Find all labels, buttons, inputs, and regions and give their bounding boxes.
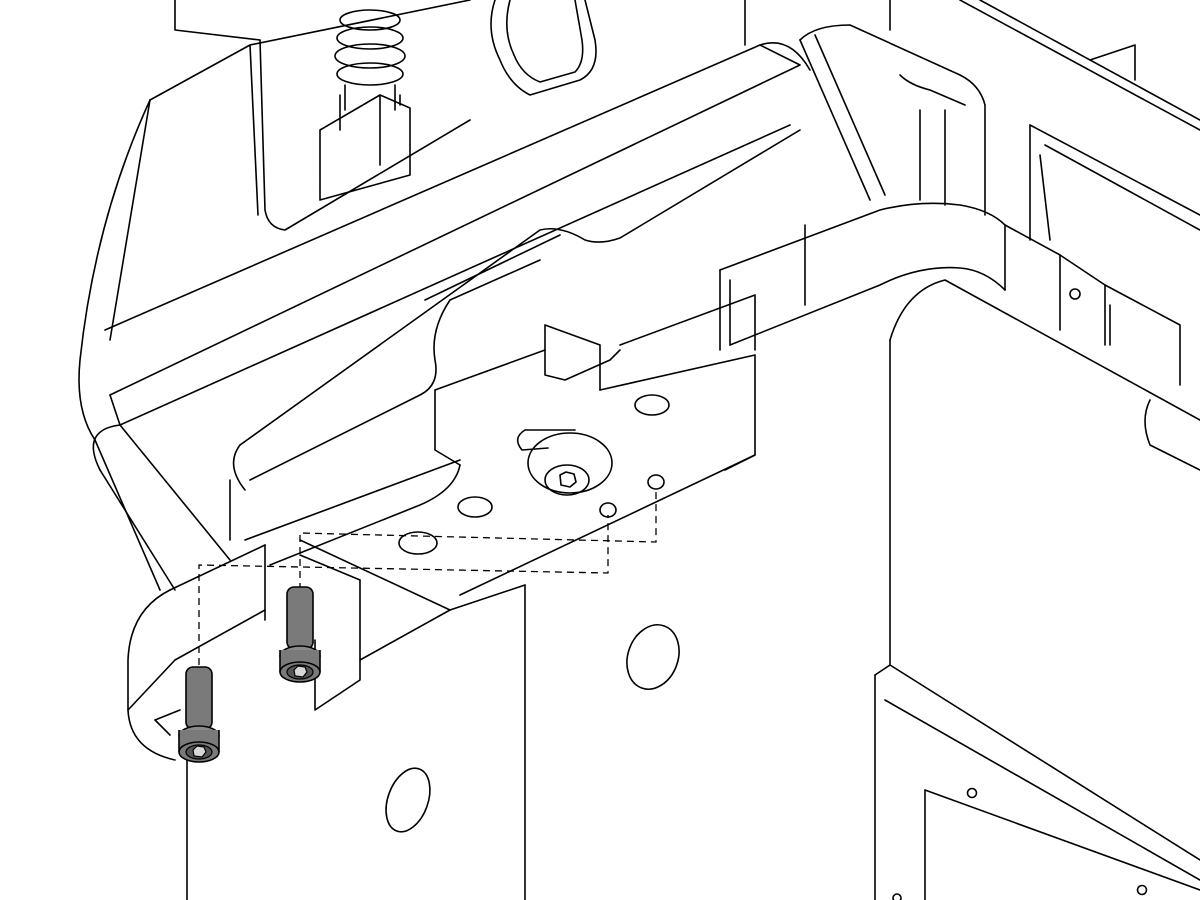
compression-spring (334, 9, 406, 111)
cable-loop (490, 0, 597, 96)
upper-housing (78, 0, 471, 441)
right-panel (874, 279, 1200, 900)
socket-head-cap-screw-lower (178, 666, 220, 763)
plate-holes (398, 394, 670, 555)
main-beam (92, 41, 811, 591)
hex-socket-screw-icon (192, 745, 207, 758)
frame-band (719, 202, 1200, 471)
installed-button-head-screw (527, 432, 613, 496)
rounded-flange (127, 544, 266, 761)
lower-block (186, 539, 680, 900)
corner-frame (744, 0, 1200, 241)
beam-slot (232, 129, 801, 491)
hex-socket-screw-icon (293, 665, 308, 678)
socket-head-cap-screw-upper (279, 586, 321, 683)
assembly-path-lines (198, 488, 657, 665)
